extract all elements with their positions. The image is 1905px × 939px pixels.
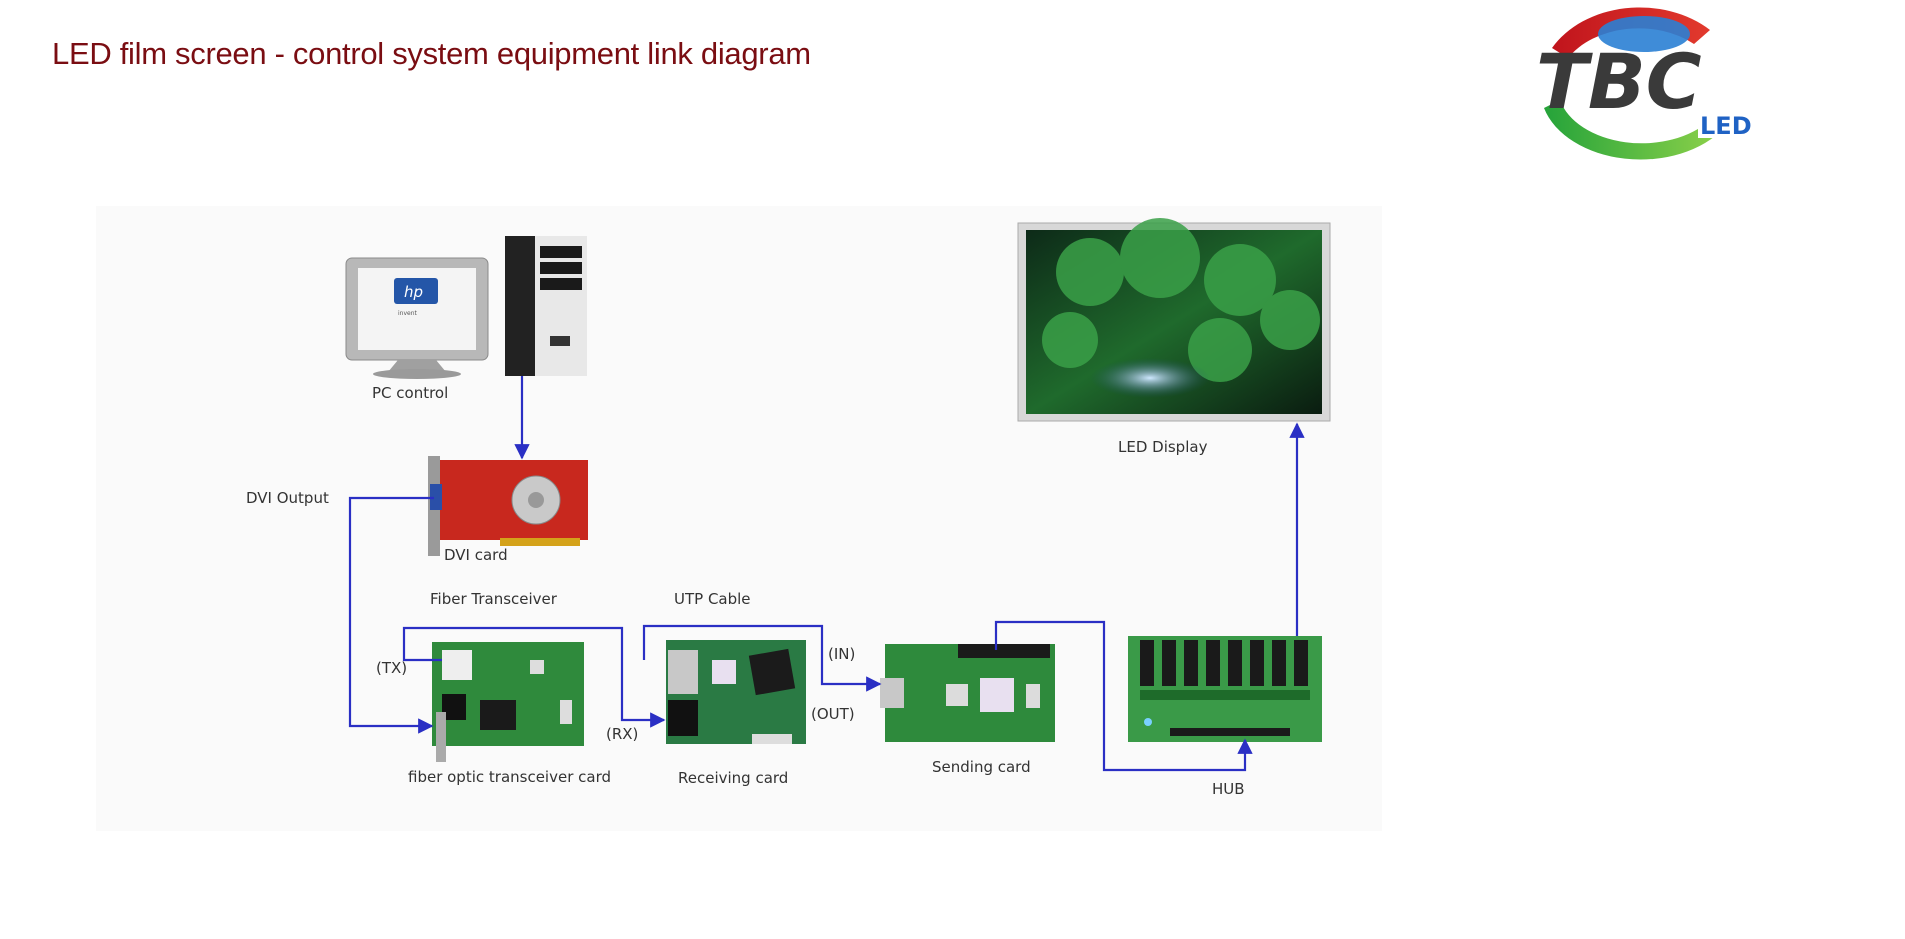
sending-card-icon (880, 644, 1055, 742)
dvi-card-icon (428, 456, 588, 556)
label-dvi-card: DVI card (444, 546, 508, 564)
label-fiber-optic-card: fiber optic transceiver card (408, 768, 611, 786)
label-fiber-transceiver: Fiber Transceiver (430, 590, 558, 608)
connection-lines (348, 376, 1305, 772)
label-dvi-output: DVI Output (246, 489, 329, 507)
logo-text: TBC (1536, 37, 1702, 126)
monitor-icon: hp invent (345, 257, 489, 379)
page-title: LED film screen - control system equipme… (52, 36, 811, 71)
label-receiving-card: Receiving card (678, 769, 788, 787)
label-sending-card: Sending card (932, 758, 1031, 776)
label-tx: (TX) (376, 659, 407, 677)
logo-subtext: LED (1700, 112, 1752, 140)
svg-text:hp: hp (404, 283, 423, 301)
label-pc-control: PC control (372, 384, 448, 402)
fiber-optic-card-icon (432, 642, 584, 762)
label-hub: HUB (1212, 780, 1245, 798)
hub-board-icon (1128, 636, 1322, 742)
svg-text:invent: invent (398, 310, 418, 317)
tbc-led-logo: TBC LED (1536, 7, 1770, 160)
computer-tower-icon (505, 236, 587, 376)
led-display-icon (1017, 218, 1331, 422)
label-out: (OUT) (811, 705, 855, 723)
receiving-card-icon (666, 640, 806, 744)
label-in: (IN) (828, 645, 855, 663)
label-utp-cable: UTP Cable (674, 590, 751, 608)
label-rx: (RX) (606, 725, 638, 743)
label-led-display: LED Display (1118, 438, 1208, 456)
